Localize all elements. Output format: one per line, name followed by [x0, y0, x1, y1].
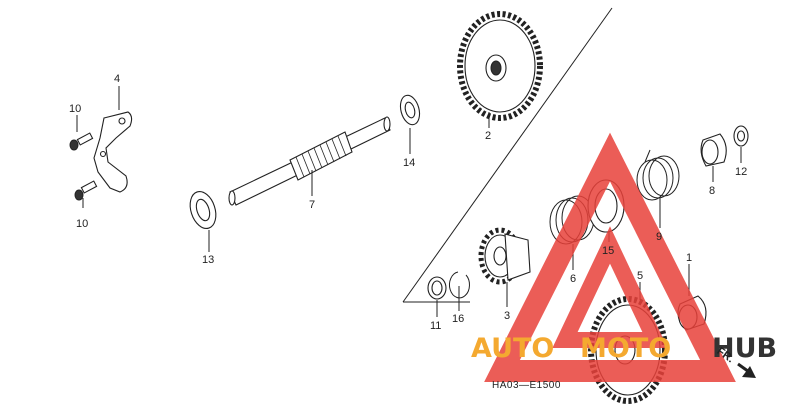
watermark-word-hub: HUB — [712, 333, 777, 364]
label-part-10-lower: 10 — [76, 218, 88, 230]
diagram-code: HA03—E1500 — [492, 380, 561, 391]
label-part-11: 11 — [430, 320, 441, 332]
label-part-15: 15 — [602, 245, 614, 257]
label-part-14: 14 — [403, 157, 415, 169]
washer-part-11 — [427, 276, 447, 300]
label-part-6: 6 — [570, 273, 576, 285]
watermark-word-moto: MOTO — [580, 333, 671, 364]
label-part-12: 12 — [735, 166, 747, 178]
bolt-part-10-lower — [74, 180, 98, 201]
washer-part-13 — [189, 191, 217, 229]
gear-part-3 — [478, 227, 531, 285]
washer-part-12 — [733, 125, 749, 147]
label-part-8: 8 — [709, 185, 715, 197]
leader-lines — [76, 86, 742, 317]
collar-part-8 — [700, 133, 727, 167]
label-part-1: 1 — [686, 252, 692, 264]
label-part-4: 4 — [114, 73, 120, 85]
label-part-7: 7 — [309, 199, 315, 211]
bracket-part-4 — [93, 111, 133, 193]
shaft-part-7 — [228, 116, 391, 206]
label-part-9: 9 — [656, 231, 662, 243]
circlip-part-16 — [449, 271, 470, 299]
watermark-text: AUTO MOTO HUB — [471, 333, 777, 364]
washer-part-14 — [399, 94, 421, 126]
spring-part-9 — [636, 149, 680, 201]
label-part-3: 3 — [504, 310, 510, 322]
part-labels: 4 10 10 7 13 14 2 3 11 16 6 15 9 8 12 1 … — [69, 73, 747, 391]
watermark-word-auto: AUTO — [471, 333, 554, 364]
bolt-part-10-upper — [69, 132, 94, 151]
label-part-5: 5 — [637, 270, 643, 282]
watermark-logo — [484, 132, 736, 382]
label-part-13: 13 — [202, 254, 214, 266]
label-part-16: 16 — [452, 313, 464, 325]
gear-part-2 — [457, 11, 543, 121]
label-part-10-upper: 10 — [69, 103, 81, 115]
label-part-2: 2 — [485, 130, 491, 142]
